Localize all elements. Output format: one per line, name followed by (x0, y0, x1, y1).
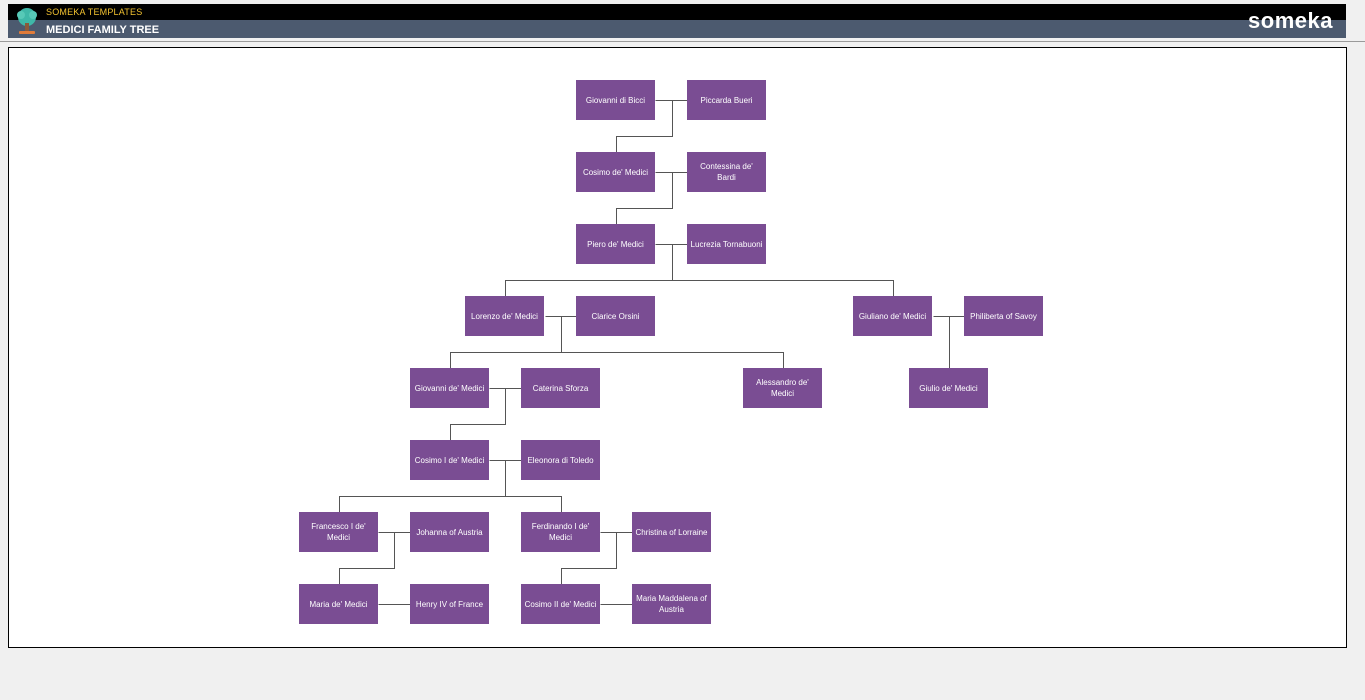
person-ferdinando-i-de-medici[interactable]: Ferdinando I de' Medici (521, 512, 600, 552)
descent-line (616, 100, 673, 153)
person-giovanni-di-bicci[interactable]: Giovanni di Bicci (576, 80, 655, 120)
header-divider (0, 41, 1365, 42)
person-giulio-de-medici[interactable]: Giulio de' Medici (909, 368, 988, 408)
family-tree-icon (17, 8, 37, 34)
person-christina-of-lorraine[interactable]: Christina of Lorraine (632, 512, 711, 552)
descent-line (561, 532, 617, 585)
person-johanna-of-austria[interactable]: Johanna of Austria (410, 512, 489, 552)
tree-connectors (339, 100, 965, 605)
person-maria-maddalena-of-austria[interactable]: Maria Maddalena of Austria (632, 584, 711, 624)
person-lorenzo-de-medici[interactable]: Lorenzo de' Medici (465, 296, 544, 336)
person-cosimo-ii-de-medici[interactable]: Cosimo II de' Medici (521, 584, 600, 624)
descent-line (450, 316, 784, 369)
person-alessandro-de-medici[interactable]: Alessandro de' Medici (743, 368, 822, 408)
person-clarice-orsini[interactable]: Clarice Orsini (576, 296, 655, 336)
page-title: MEDICI FAMILY TREE (46, 24, 160, 36)
person-cosimo-de-medici[interactable]: Cosimo de' Medici (576, 152, 655, 192)
person-henry-iv-of-france[interactable]: Henry IV of France (410, 584, 489, 624)
header-title-bar (8, 20, 1346, 38)
brand-label: SOMEKA TEMPLATES (46, 7, 143, 17)
family-tree-canvas: Giovanni di Bicci Piccarda Bueri Cosimo … (8, 47, 1347, 648)
descent-line (339, 460, 562, 513)
person-giovanni-de-medici[interactable]: Giovanni de' Medici (410, 368, 489, 408)
person-cosimo-i-de-medici[interactable]: Cosimo I de' Medici (410, 440, 489, 480)
person-contessina-de-bardi[interactable]: Contessina de' Bardi (687, 152, 766, 192)
person-piero-de-medici[interactable]: Piero de' Medici (576, 224, 655, 264)
someka-logo[interactable]: someka (1248, 8, 1333, 33)
person-eleonora-di-toledo[interactable]: Eleonora di Toledo (521, 440, 600, 480)
person-philiberta-of-savoy[interactable]: Philiberta of Savoy (964, 296, 1043, 336)
person-lucrezia-tornabuoni[interactable]: Lucrezia Tornabuoni (687, 224, 766, 264)
descent-line (505, 244, 894, 297)
descent-line (339, 532, 395, 585)
header-top-bar (8, 4, 1346, 20)
descent-line (450, 388, 506, 441)
person-piccarda-bueri[interactable]: Piccarda Bueri (687, 80, 766, 120)
person-maria-de-medici[interactable]: Maria de' Medici (299, 584, 378, 624)
person-caterina-sforza[interactable]: Caterina Sforza (521, 368, 600, 408)
person-francesco-i-de-medici[interactable]: Francesco I de' Medici (299, 512, 378, 552)
person-giuliano-de-medici[interactable]: Giuliano de' Medici (853, 296, 932, 336)
descent-line (616, 172, 673, 225)
